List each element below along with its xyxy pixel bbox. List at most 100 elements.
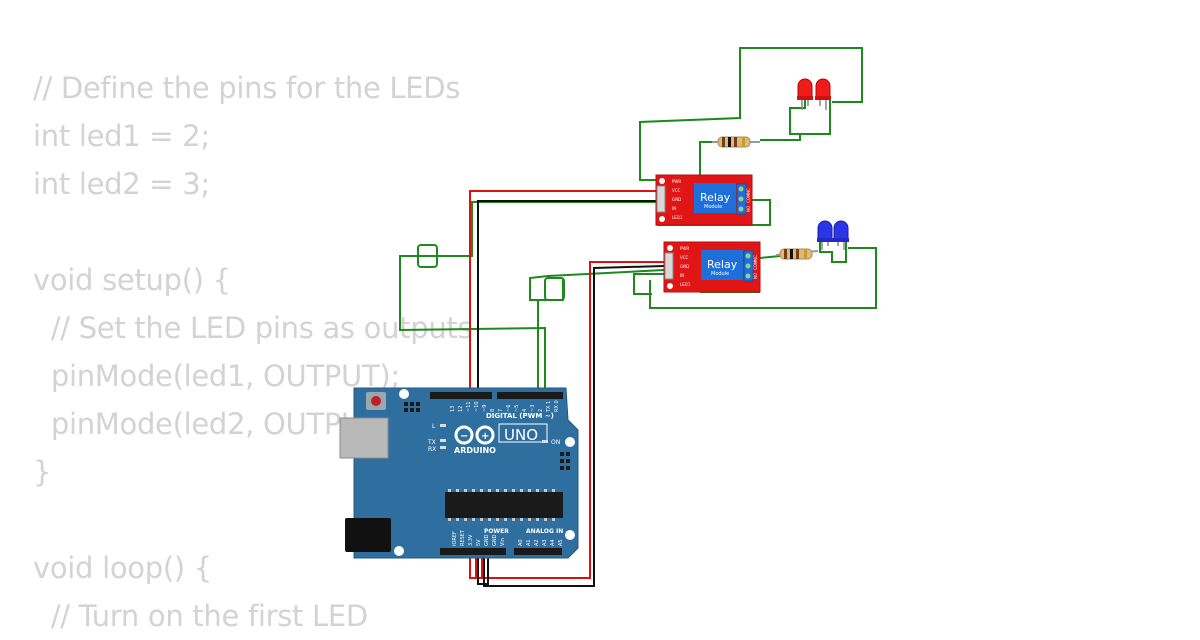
digital-pin-label: TX 1 xyxy=(546,401,552,413)
relay-pin-label: PWR xyxy=(672,179,681,184)
code-line: int led1 = 2; xyxy=(33,119,210,153)
tx-label: TX xyxy=(427,439,436,446)
relay-2-title: Relay xyxy=(707,258,738,271)
l-label: L xyxy=(432,423,436,430)
relay-terminal-label: NC xyxy=(753,255,758,261)
digital-pin-label: ~6 xyxy=(506,405,512,412)
on-label: ON xyxy=(551,439,560,446)
relay-pin-label: VCC xyxy=(680,255,689,260)
digital-pin-label: 13 xyxy=(450,406,456,412)
digital-pin-label: ~11 xyxy=(466,401,472,412)
analog-pin-label: A0 xyxy=(518,539,524,546)
relay-terminal-label: COM xyxy=(753,260,758,270)
digital-pin-label: 4 xyxy=(522,409,528,412)
analog-pin-label: A3 xyxy=(542,539,548,546)
wire-red-led-legs xyxy=(760,134,801,141)
relay-1-title: Relay xyxy=(700,191,731,204)
power-label: POWER xyxy=(484,528,509,535)
wire-blue-led-loop xyxy=(819,240,847,263)
power-pin-label: GND xyxy=(484,534,490,546)
relay-1-subtitle: Module xyxy=(704,204,722,210)
analog-pin-label: A4 xyxy=(550,539,556,546)
mount-hole xyxy=(399,389,409,399)
svg-text:−: − xyxy=(460,431,468,442)
relay-pin-label: LED1 xyxy=(672,215,683,220)
code-line: int led2 = 3; xyxy=(33,167,210,201)
code-line: pinMode(led1, OUTPUT); xyxy=(33,359,400,393)
red-led-1 xyxy=(797,78,813,110)
power-header xyxy=(440,548,506,555)
icsp-header xyxy=(560,452,570,470)
code-line: // Set the LED pins as outputs xyxy=(33,311,473,345)
relay-pin-label: IN xyxy=(672,206,676,211)
relay-terminal-label: NO xyxy=(746,206,751,212)
digital-pin-label: ~9 xyxy=(482,405,488,412)
analog-label: ANALOG IN xyxy=(526,528,563,535)
digital-pin-label: 8 xyxy=(490,409,496,412)
relay-terminal-label: NO xyxy=(753,273,758,279)
relay-terminal-label: NC xyxy=(746,188,751,194)
rx-label: RX xyxy=(428,446,436,453)
wire-junction-left xyxy=(417,244,438,268)
relay-2-header xyxy=(664,252,674,280)
power-pin-label: IOREF xyxy=(452,531,458,546)
mount-hole xyxy=(565,437,575,447)
code-background: // Define the pins for the LEDs int led1 … xyxy=(33,64,473,640)
mount-hole xyxy=(565,530,575,540)
digital-pin-label: ~10 xyxy=(474,401,480,412)
arduino-uno-board: − + UNO ARDUINO DIGITAL (PWM ~) ON TX RX… xyxy=(339,387,579,559)
wire-relay2-terminal xyxy=(649,247,877,309)
digital-pin-label: ~3 xyxy=(530,405,536,412)
wire-relay2-gnd xyxy=(483,265,665,587)
wire-relay1-left-loop xyxy=(399,201,656,392)
code-line: // Turn on the first LED xyxy=(33,599,368,633)
relay-1-header xyxy=(656,185,666,213)
resistor-1 xyxy=(712,136,760,148)
mount-hole xyxy=(394,546,404,556)
analog-pin-label: A1 xyxy=(526,539,532,546)
resistor-2 xyxy=(775,248,819,260)
blue-led-2 xyxy=(833,220,849,250)
power-pin-label: GND xyxy=(492,534,498,546)
power-pin-label: RESET xyxy=(460,529,466,546)
code-line: // Define the pins for the LEDs xyxy=(33,71,461,105)
arduino-logo xyxy=(454,425,495,445)
digital-pin-label: 12 xyxy=(458,406,464,412)
code-line: void setup() { xyxy=(33,263,231,297)
digital-label: DIGITAL (PWM ~) xyxy=(486,412,554,420)
digital-header-1 xyxy=(430,392,492,399)
relay-1-body xyxy=(694,183,736,213)
relay-2-body xyxy=(701,250,743,280)
green-wires xyxy=(399,47,877,392)
relay-2-pin-labels: PWR VCC GND IN LED1 xyxy=(680,246,691,287)
wire-relay2-in xyxy=(633,273,664,295)
wire-resistor2 xyxy=(759,255,781,259)
relay-pin-label: IN xyxy=(680,273,684,278)
analog-pin-label: A5 xyxy=(558,539,564,546)
red-led-2 xyxy=(815,78,831,110)
wire-red-led-loop xyxy=(789,100,831,135)
relay-pin-label: VCC xyxy=(672,188,681,193)
board-model-label: UNO xyxy=(504,426,538,444)
digital-pin-label: 2 xyxy=(538,409,544,412)
digital-pin-label: ~5 xyxy=(514,405,520,412)
relay-pin-label: GND xyxy=(680,264,689,269)
board-brand-label: ARDUINO xyxy=(454,446,496,455)
relay-pin-label: GND xyxy=(672,197,681,202)
relay-terminal-label: COM xyxy=(746,193,751,203)
digital-pin-label: RX 0 xyxy=(554,400,560,412)
power-pin-label: 5V xyxy=(476,539,482,546)
code-line: void loop() { xyxy=(33,551,212,585)
microcontroller-chip xyxy=(445,492,563,518)
relay-pin-label: PWR xyxy=(680,246,689,251)
svg-text:+: + xyxy=(481,431,489,442)
relay-pin-label: LED1 xyxy=(680,282,691,287)
code-line: } xyxy=(33,455,52,489)
